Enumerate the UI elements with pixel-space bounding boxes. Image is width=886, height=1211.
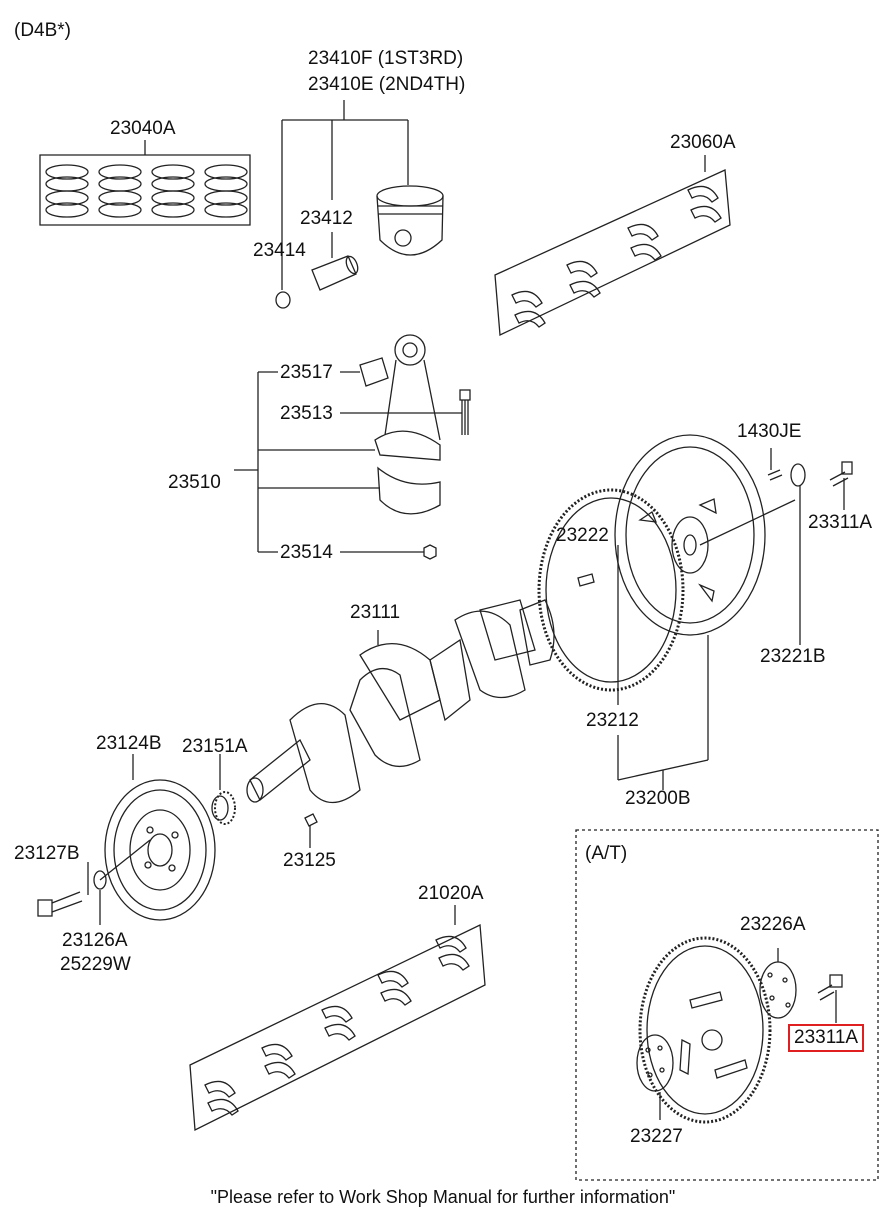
label-23227[interactable]: 23227: [630, 1126, 683, 1147]
label-23226A[interactable]: 23226A: [740, 914, 806, 935]
label-21020A[interactable]: 21020A: [418, 883, 484, 904]
flywheel: [537, 434, 853, 790]
upper-bearing-set: [494, 155, 731, 336]
piston-assembly: [275, 100, 444, 309]
variant-label: (D4B*): [14, 20, 72, 41]
label-23126A[interactable]: 23126A: [62, 930, 128, 951]
damper-pulley: [37, 754, 236, 925]
label-23124B[interactable]: 23124B: [96, 733, 162, 754]
label-23513[interactable]: 23513: [280, 403, 333, 424]
label-23040A[interactable]: 23040A: [110, 118, 176, 139]
label-23060A[interactable]: 23060A: [670, 132, 736, 153]
footer-note: "Please refer to Work Shop Manual for fu…: [210, 1187, 676, 1207]
label-23221B[interactable]: 23221B: [760, 646, 826, 667]
label-23311A-highlighted[interactable]: 23311A: [788, 1024, 865, 1052]
label-23514[interactable]: 23514: [280, 542, 333, 563]
lower-bearing-set: [189, 905, 486, 1132]
label-23412[interactable]: 23412: [300, 208, 353, 229]
label-23410E[interactable]: 23410E (2ND4TH): [308, 74, 466, 95]
label-23510[interactable]: 23510: [168, 472, 221, 493]
label-23517[interactable]: 23517: [280, 362, 333, 383]
label-23222[interactable]: 23222: [556, 525, 609, 546]
label-1430JE[interactable]: 1430JE: [737, 421, 802, 442]
label-23410F[interactable]: 23410F (1ST3RD): [308, 48, 464, 69]
at-drive-plate: [575, 829, 879, 1181]
label-23212[interactable]: 23212: [586, 710, 639, 731]
label-23200B[interactable]: 23200B: [625, 788, 691, 809]
label-23125[interactable]: 23125: [283, 850, 336, 871]
label-23151A[interactable]: 23151A: [182, 736, 248, 757]
connecting-rod: [234, 334, 471, 560]
crankshaft: [246, 599, 555, 848]
label-25229W[interactable]: 25229W: [60, 954, 131, 975]
label-23127B[interactable]: 23127B: [14, 843, 80, 864]
piston-ring-set: [39, 140, 251, 226]
label-23311A-flywheel[interactable]: 23311A: [808, 512, 873, 533]
at-label: (A/T): [585, 843, 628, 864]
label-23111[interactable]: 23111: [350, 602, 401, 623]
label-23414[interactable]: 23414: [253, 240, 306, 261]
